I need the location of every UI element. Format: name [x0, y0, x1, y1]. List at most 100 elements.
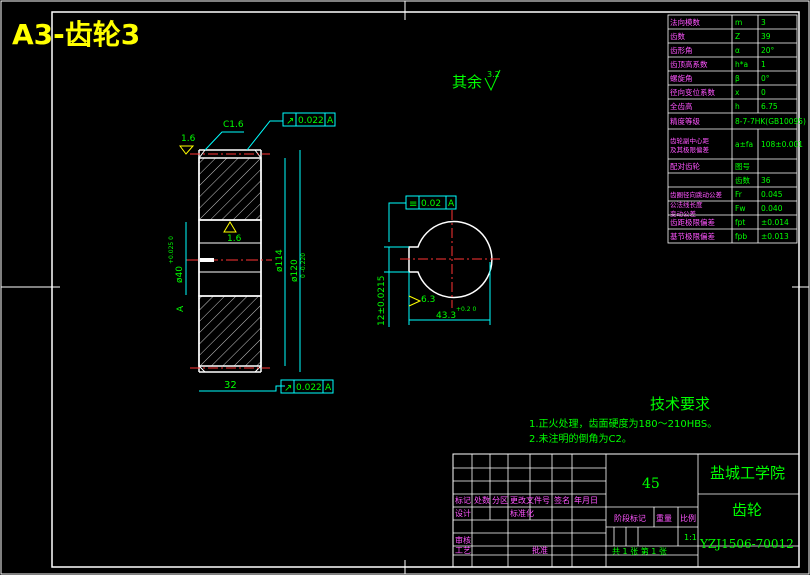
page-title: A3-齿轮3 — [12, 18, 140, 51]
params-table-cell: 齿顶高系数 — [670, 59, 708, 69]
front-view: C1.6 1.6 ↗ 0.022 A 1.6 ø40 +0.025 0 A ø1… — [168, 112, 336, 394]
params-table-cell: 0.045 — [761, 190, 783, 199]
params-table-cell: 1 — [761, 60, 766, 69]
keyway-mark — [200, 258, 214, 262]
roughness-bore-value: 1.6 — [227, 234, 242, 244]
params-table-cell: 39 — [761, 32, 771, 41]
roughness-note-symbol — [484, 69, 501, 92]
title-ratio: 比例 — [680, 513, 696, 523]
params-table-row: 配对齿轮 图号 — [668, 158, 797, 173]
title-row-label-5: 签名 — [554, 495, 570, 505]
params-table-cell: Fw — [735, 204, 745, 213]
title-approve: 批准 — [532, 545, 548, 555]
tolerance-frame-top: ↗ 0.022 A — [246, 112, 336, 151]
chamfer-label: C1.6 — [223, 120, 244, 130]
params-table-cell: 8-7-7HK(GB10095) — [735, 117, 806, 126]
params-table-cell: 精度等级 — [670, 116, 700, 126]
dim-outer-tol: 0 -0.220 — [300, 253, 307, 278]
title-row-label-3: 分区 — [492, 496, 508, 505]
dim-keyway-width: 12±0.0215 — [377, 276, 387, 326]
title-standardization: 标准化 — [510, 508, 534, 518]
tolerance-side-symbol: ≡ — [409, 199, 417, 210]
title-weight: 重量 — [656, 513, 672, 523]
dim-keyway-depth-tol: +0.2 0 — [456, 306, 476, 313]
params-table-cell: 6.75 — [761, 102, 778, 111]
params-table-cell: 齿圈径向跳动公差 — [670, 190, 723, 199]
params-table-cell: 螺旋角 — [670, 73, 693, 83]
tolerance-frame-bottom: ↗ 0.022 A — [261, 379, 334, 394]
dim-width: 32 — [224, 380, 237, 391]
tolerance-top-value: 0.022 — [298, 116, 324, 126]
tech-requirements-heading: 技术要求 — [650, 395, 710, 413]
side-view: ≡ 0.02 A 12±0.0215 43.3 +0.2 0 6.3 — [377, 195, 500, 327]
params-table-cell: fpb — [735, 232, 747, 241]
params-table-cell: 公法线长度变动公差 — [670, 200, 703, 218]
params-table-cell: 36 — [761, 176, 771, 185]
chamfer-leader — [204, 131, 244, 151]
params-table-cell: 图号 — [735, 162, 750, 171]
params-table-row: 齿轮副中心距及其极限偏差 a±fa 108±0.001 — [668, 128, 803, 159]
title-material: 45 — [642, 476, 660, 492]
params-table-cell: Z — [735, 32, 740, 41]
params-table-cell: 0 — [761, 88, 766, 97]
dim-hub: ø114 — [275, 249, 285, 272]
params-table-cell: 配对齿轮 — [670, 161, 700, 171]
roughness-side-value: 6.3 — [421, 295, 435, 305]
title-reviewer: 审核 — [455, 535, 471, 545]
params-table-cell: 3 — [761, 18, 766, 27]
params-table-cell: 齿轮副中心距及其极限偏差 — [670, 136, 710, 154]
params-table-cell: a±fa — [735, 140, 753, 149]
tolerance-top-symbol: ↗ — [286, 116, 294, 127]
tolerance-bottom-value: 0.022 — [296, 383, 322, 393]
tech-requirement-2: 2.未注明的倒角为C2。 — [529, 432, 632, 445]
params-table-cell: Fr — [735, 190, 743, 199]
keyway-profile — [408, 220, 493, 299]
dim-keyway-depth: 43.3 — [436, 311, 456, 321]
roughness-top-value: 1.6 — [181, 134, 196, 144]
params-table-cell: m — [735, 18, 742, 27]
params-table-cell: fpt — [735, 218, 745, 227]
roughness-top-symbol — [179, 145, 195, 155]
title-scale: 1:1 — [684, 533, 697, 542]
params-table-cell: 0.040 — [761, 204, 783, 213]
title-row-label-2: 处数 — [474, 495, 490, 505]
title-school: 盐城工学院 — [710, 464, 785, 482]
tolerance-bottom-symbol: ↗ — [284, 383, 292, 394]
title-block: 45 盐城工学院 齿轮 YZJ1506-70012 1:1 共 1 张 第 1 … — [452, 453, 800, 568]
params-table-cell: 108±0.001 — [761, 140, 803, 149]
datum-triangle — [223, 221, 237, 233]
tolerance-side-datum: A — [448, 199, 455, 209]
params-table-cell: 基节极限偏差 — [670, 231, 715, 241]
datum-label: A — [176, 305, 186, 312]
title-row-label-6: 年月日 — [574, 495, 598, 505]
params-table-cell: h*a — [735, 60, 748, 69]
roughness-note-label: 其余 — [452, 73, 482, 91]
dim-outer: ø120 — [290, 259, 300, 282]
tolerance-bottom-datum: A — [325, 383, 332, 393]
params-table-cell: 0° — [761, 74, 770, 83]
title-process: 工艺 — [455, 546, 471, 555]
tolerance-frame-side: ≡ 0.02 A — [388, 195, 457, 242]
params-table-cell: 齿距极限偏差 — [670, 217, 715, 227]
tech-requirement-1: 1.正火处理，齿面硬度为180～210HBS。 — [529, 417, 717, 430]
gear-section-upper — [198, 157, 262, 221]
params-table-row: 齿顶高系数 h*a 1 — [668, 56, 797, 71]
params-table-row: 齿圈径向跳动公差 Fr 0.045 — [668, 186, 797, 201]
title-part-name: 齿轮 — [732, 501, 762, 519]
tolerance-top-datum: A — [327, 116, 334, 126]
params-table-row: 精度等级 8-7-7HK(GB10095) — [668, 112, 806, 129]
roughness-note-value: 3.2 — [487, 70, 500, 79]
title-stage-mark: 阶段标记 — [614, 513, 646, 523]
params-table-cell: 全齿高 — [670, 101, 693, 111]
title-sheet-info: 共 1 张 第 1 张 — [612, 546, 667, 556]
